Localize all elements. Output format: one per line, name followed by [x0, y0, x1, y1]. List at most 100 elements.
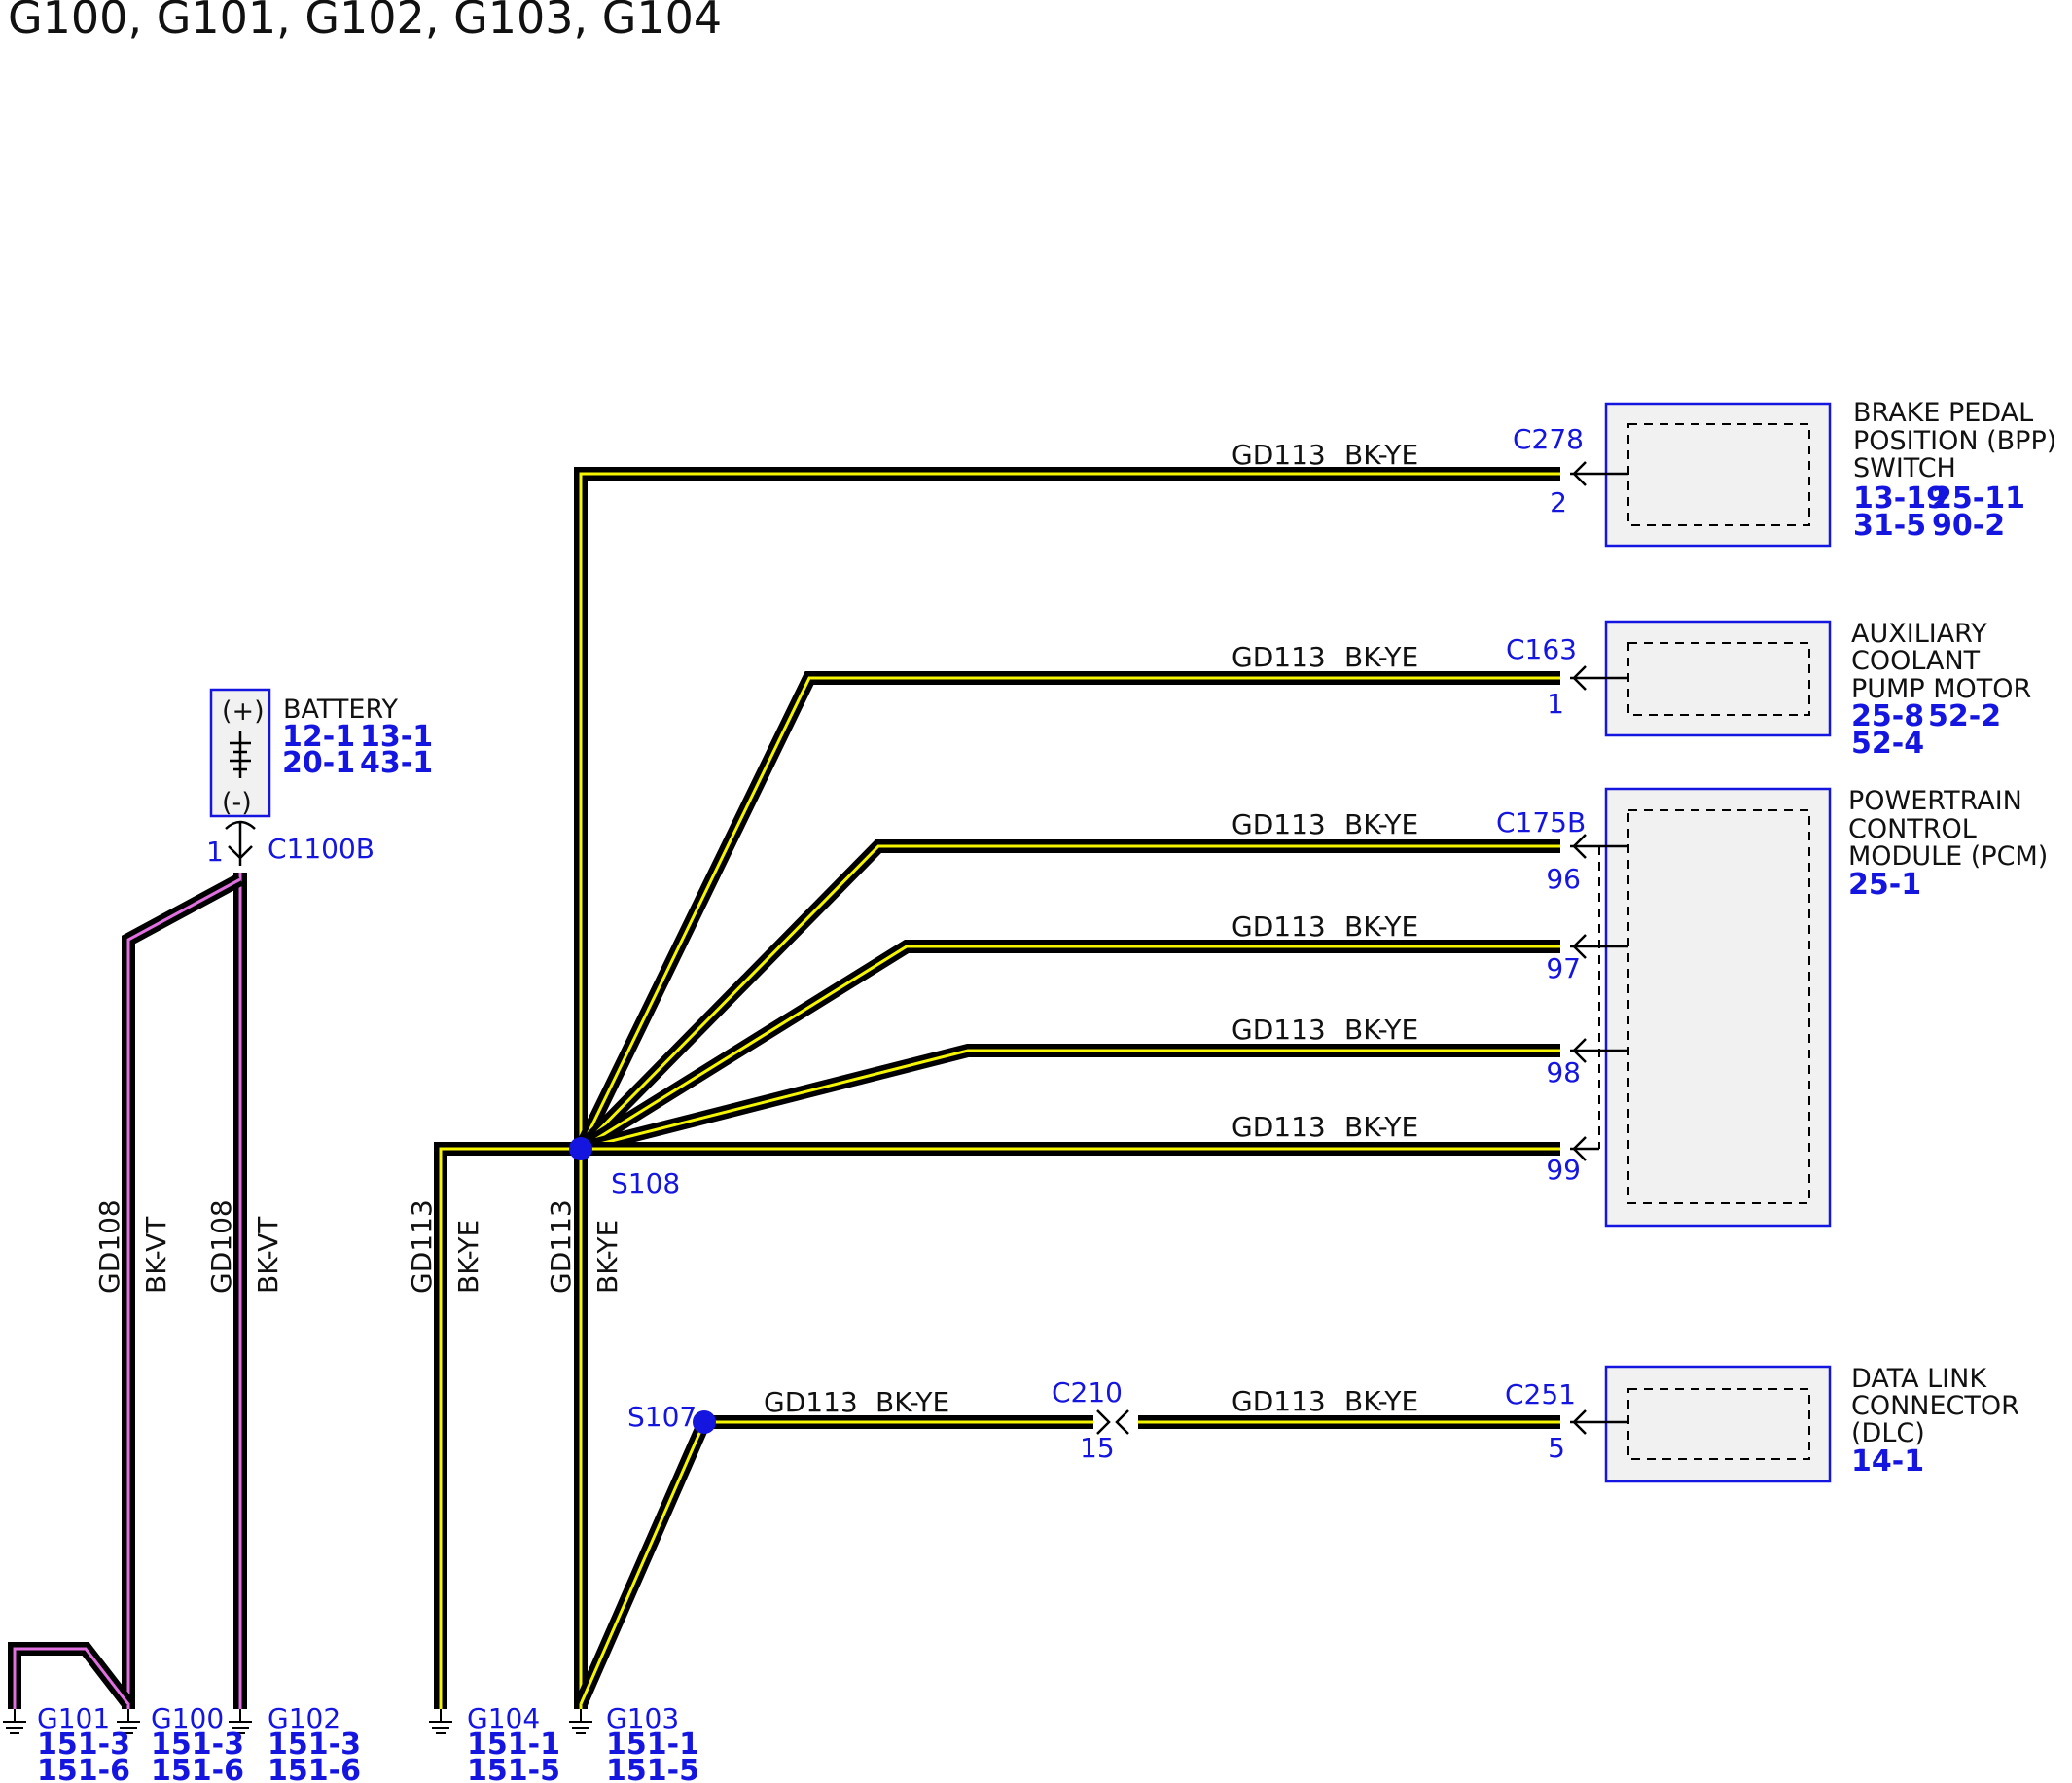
component-name: CONTROL — [1848, 814, 1977, 844]
ref-link[interactable]: 25-11 — [1932, 481, 2025, 516]
ref-link[interactable]: 151-3 — [37, 1728, 130, 1762]
wire-circuit-label: GD108 — [205, 1199, 237, 1294]
component-names: BRAKE PEDAL POSITION (BPP) SWITCH 13-19 … — [282, 398, 2056, 1479]
wire-color-label: BK-VT — [252, 1216, 284, 1294]
splice-s107-dot — [693, 1410, 716, 1434]
ground-labels: G101 151-3 151-6 G100 151-3 151-6 G102 1… — [37, 1702, 699, 1783]
wire-circuit-label: GD113 — [1232, 1014, 1326, 1046]
pin-number: 98 — [1546, 1056, 1581, 1088]
connector-c1100b-label: C1100B — [268, 833, 375, 865]
wire-labels: GD113 BK-YE GD113 BK-YE GD113 BK-YE GD11… — [764, 439, 1418, 1418]
wire-color-label: BK-YE — [1344, 910, 1418, 943]
wire-color-label: BK-YE — [1344, 641, 1418, 673]
wire-circuit-label: GD113 — [1232, 910, 1326, 943]
component-name: CONNECTOR — [1851, 1391, 2019, 1421]
component-name: POWERTRAIN — [1848, 786, 2022, 816]
ground-name: G104 — [467, 1702, 540, 1734]
pin-number: 2 — [1550, 486, 1567, 518]
wires — [8, 467, 1560, 1709]
ref-link[interactable]: 52-4 — [1851, 727, 1924, 761]
ground-name: G101 — [37, 1702, 110, 1734]
ref-link[interactable]: 151-6 — [151, 1754, 244, 1783]
ref-link[interactable]: 151-3 — [268, 1728, 361, 1762]
coolant-pump-component — [1604, 620, 1832, 737]
battery-name: BATTERY — [283, 695, 399, 725]
pin-number: 1 — [206, 836, 224, 868]
connector-c251-label: C251 — [1505, 1378, 1576, 1410]
splice-s107-label: S107 — [627, 1401, 697, 1433]
component-name: DATA LINK — [1851, 1364, 1987, 1394]
bpp-switch-component — [1604, 402, 1832, 548]
component-name: (DLC) — [1851, 1418, 1925, 1448]
ref-link[interactable]: 13-19 — [1853, 481, 1947, 516]
wire-circuit-label: GD113 — [764, 1386, 858, 1418]
connector-labels: C278 2 C163 1 C175B 96 97 98 99 C251 5 C… — [206, 423, 1586, 1464]
battery-symbol: (+) (-) — [209, 688, 271, 866]
ref-link[interactable]: 151-5 — [606, 1754, 699, 1783]
ref-link[interactable]: 25-8 — [1851, 699, 1924, 733]
wire-circuit-label: GD108 — [93, 1199, 125, 1294]
wire-color-label: BK-YE — [591, 1220, 624, 1294]
component-name: PUMP MOTOR — [1851, 674, 2031, 704]
pin-number: 5 — [1548, 1432, 1565, 1464]
wire-color-label: BK-YE — [1344, 1385, 1418, 1417]
wire-circuit-label: GD113 — [1232, 1111, 1326, 1143]
pin-number: 96 — [1546, 863, 1581, 895]
pin-number: 1 — [1547, 688, 1564, 720]
splice-s108-label: S108 — [611, 1167, 680, 1199]
ref-link[interactable]: 151-3 — [151, 1728, 244, 1762]
component-name: COOLANT — [1851, 646, 1981, 676]
wire-circuit-label: GD113 — [406, 1199, 438, 1294]
ref-link[interactable]: 14-1 — [1851, 1444, 1924, 1479]
ref-link[interactable]: 20-1 — [282, 746, 355, 780]
wire-circuit-label: GD113 — [1232, 641, 1326, 673]
wire-color-label: BK-YE — [452, 1220, 484, 1294]
ref-link[interactable]: 151-6 — [268, 1754, 361, 1783]
ref-link[interactable]: 151-1 — [467, 1728, 560, 1762]
dlc-component — [1604, 1365, 1832, 1483]
ground-name: G103 — [606, 1702, 679, 1734]
wire-circuit-label: GD113 — [1232, 439, 1326, 471]
component-name: MODULE (PCM) — [1848, 841, 2048, 872]
battery-minus: (-) — [222, 788, 252, 818]
ref-link[interactable]: 151-1 — [606, 1728, 699, 1762]
component-name: POSITION (BPP) — [1853, 426, 2056, 456]
connector-c278-label: C278 — [1513, 423, 1584, 455]
pcm-internal-bus — [1570, 844, 1628, 1151]
wire-color-label: BK-VT — [140, 1216, 172, 1294]
ref-link[interactable]: 43-1 — [360, 746, 433, 780]
page-title: G100, G101, G102, G103, G104 — [8, 0, 722, 44]
splice-s108-dot — [569, 1137, 592, 1160]
wire-color-label: BK-YE — [1344, 808, 1418, 840]
component-name: BRAKE PEDAL — [1853, 398, 2033, 428]
battery-plus: (+) — [222, 696, 265, 727]
wire-color-label: BK-YE — [875, 1386, 949, 1418]
component-name: SWITCH — [1853, 453, 1956, 483]
ref-link[interactable]: 12-1 — [282, 720, 355, 754]
connector-pins — [1096, 461, 1628, 1435]
wire-g100-g101 — [8, 1642, 134, 1709]
connector-c163-label: C163 — [1506, 633, 1577, 665]
connector-c175b-label: C175B — [1496, 806, 1586, 838]
ref-link[interactable]: 151-6 — [37, 1754, 130, 1783]
ground-name: G100 — [151, 1702, 224, 1734]
wire-color-label: BK-YE — [1344, 1014, 1418, 1046]
ref-link[interactable]: 31-5 — [1853, 509, 1926, 543]
ref-link[interactable]: 52-2 — [1928, 699, 2001, 733]
ground-symbols — [3, 1709, 592, 1734]
pcm-component — [1604, 787, 1832, 1228]
ref-link[interactable]: 13-1 — [360, 720, 433, 754]
ref-link[interactable]: 25-1 — [1848, 868, 1921, 902]
wire-circuit-label: GD113 — [1232, 1385, 1326, 1417]
component-name: AUXILIARY — [1851, 619, 1987, 649]
wire-circuit-label: GD113 — [1232, 808, 1326, 840]
wire-circuit-label: GD113 — [545, 1199, 577, 1294]
pin-number: 99 — [1546, 1154, 1581, 1186]
pin-number: 97 — [1546, 952, 1581, 984]
connector-c210-label: C210 — [1052, 1376, 1123, 1409]
ref-link[interactable]: 90-2 — [1932, 509, 2005, 543]
wire-color-label: BK-YE — [1344, 1111, 1418, 1143]
pin-number: 15 — [1080, 1432, 1115, 1464]
ref-link[interactable]: 151-5 — [467, 1754, 560, 1783]
